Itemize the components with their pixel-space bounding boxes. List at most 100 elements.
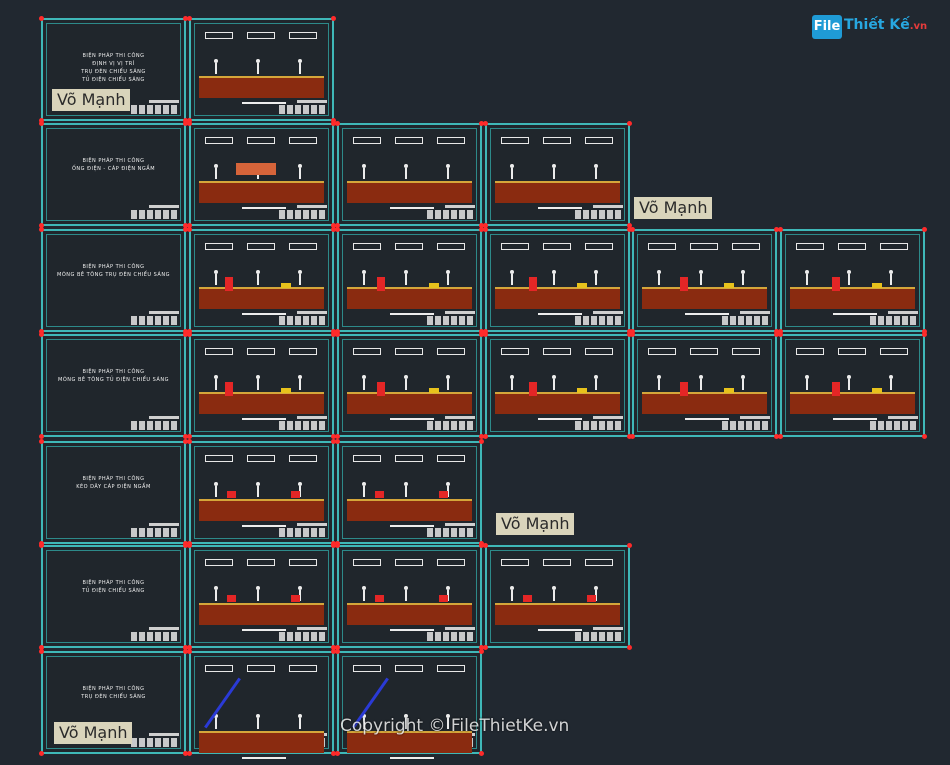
grid-marker bbox=[331, 332, 336, 337]
rebar-cage bbox=[377, 382, 385, 396]
callout-label bbox=[247, 665, 275, 672]
scale-bar bbox=[241, 102, 286, 104]
drawing-sheet bbox=[485, 334, 630, 437]
grid-marker bbox=[627, 434, 632, 439]
callout-label bbox=[543, 559, 571, 566]
grid-marker bbox=[627, 645, 632, 650]
callout-label bbox=[796, 348, 824, 355]
drawing-sheet bbox=[337, 229, 482, 332]
rebar-cage bbox=[225, 277, 233, 291]
grid-marker bbox=[922, 227, 927, 232]
sheet-title-line: BIỆN PHÁP THI CÔNG bbox=[82, 686, 145, 692]
sheet-frame bbox=[46, 656, 181, 749]
scale-bar bbox=[389, 207, 434, 209]
title-block-line bbox=[593, 311, 623, 314]
grid-marker bbox=[922, 329, 927, 334]
concrete-mark bbox=[872, 283, 882, 288]
worker-figure bbox=[297, 164, 303, 180]
grid-marker bbox=[39, 329, 44, 334]
watermark-author: Võ Mạnh bbox=[634, 197, 713, 219]
soil-section bbox=[347, 392, 472, 414]
title-block-line bbox=[445, 627, 475, 630]
sheet-title-line: BIỆN PHÁP THI CÔNG bbox=[82, 53, 145, 59]
grid-marker bbox=[187, 543, 192, 548]
soil-section bbox=[642, 392, 767, 414]
title-block bbox=[575, 632, 623, 641]
worker-figure bbox=[213, 164, 219, 180]
grid-marker bbox=[331, 118, 336, 123]
callout-label bbox=[543, 137, 571, 144]
watermark-author: Võ Mạnh bbox=[496, 513, 575, 535]
grid-marker bbox=[630, 227, 635, 232]
equipment-part bbox=[587, 595, 596, 602]
grid-marker bbox=[39, 223, 44, 228]
title-block-line bbox=[445, 523, 475, 526]
rebar-cage bbox=[225, 382, 233, 396]
sheet-frame bbox=[342, 550, 477, 643]
title-block-line bbox=[297, 311, 327, 314]
grid-marker bbox=[187, 645, 192, 650]
worker-figure bbox=[698, 270, 704, 286]
title-block bbox=[279, 316, 327, 325]
grid-marker bbox=[627, 543, 632, 548]
callout-label bbox=[690, 243, 718, 250]
title-block bbox=[279, 421, 327, 430]
sheet-frame bbox=[342, 339, 477, 432]
scale-bar bbox=[684, 313, 729, 315]
worker-figure bbox=[846, 375, 852, 391]
grid-marker bbox=[331, 543, 336, 548]
drawing-sheet bbox=[337, 545, 482, 648]
callout-label bbox=[205, 243, 233, 250]
grid-marker bbox=[187, 121, 192, 126]
title-block bbox=[131, 632, 179, 641]
grid-marker bbox=[183, 439, 188, 444]
callout-label bbox=[247, 137, 275, 144]
grid-marker bbox=[335, 434, 340, 439]
sheet-frame bbox=[46, 550, 181, 643]
watermark-author: Võ Mạnh bbox=[52, 89, 131, 111]
title-block-line bbox=[445, 205, 475, 208]
grid-marker bbox=[183, 16, 188, 21]
soil-section bbox=[199, 392, 324, 414]
callout-label bbox=[648, 348, 676, 355]
grid-marker bbox=[335, 121, 340, 126]
callout-label bbox=[838, 348, 866, 355]
title-block-line bbox=[740, 311, 770, 314]
drawing-sheet bbox=[632, 334, 777, 437]
callout-label bbox=[247, 559, 275, 566]
worker-figure bbox=[509, 586, 515, 602]
grid-marker bbox=[335, 751, 340, 756]
grid-marker bbox=[483, 227, 488, 232]
worker-figure bbox=[888, 270, 894, 286]
worker-figure bbox=[846, 270, 852, 286]
callout-label bbox=[289, 32, 317, 39]
callout-label bbox=[838, 243, 866, 250]
callout-label bbox=[437, 137, 465, 144]
callout-label bbox=[205, 348, 233, 355]
title-block bbox=[575, 316, 623, 325]
drawing-sheet bbox=[189, 441, 334, 544]
rebar-cage bbox=[529, 277, 537, 291]
sheet-frame bbox=[194, 446, 329, 539]
grid-marker bbox=[331, 223, 336, 228]
equipment-part bbox=[439, 491, 448, 498]
grid-marker bbox=[774, 329, 779, 334]
worker-figure bbox=[213, 586, 219, 602]
scale-bar bbox=[389, 629, 434, 631]
logo-name: Thiết Kế bbox=[844, 17, 910, 33]
soil-section bbox=[495, 181, 620, 203]
sheet-title-line: BIỆN PHÁP THI CÔNG bbox=[82, 580, 145, 586]
scale-bar bbox=[389, 313, 434, 315]
soil-section bbox=[199, 181, 324, 203]
worker-figure bbox=[361, 270, 367, 286]
concrete-mark bbox=[872, 388, 882, 393]
worker-figure bbox=[656, 375, 662, 391]
sheet-title-line: BIỆN PHÁP THI CÔNG bbox=[82, 369, 145, 375]
grid-marker bbox=[479, 649, 484, 654]
grid-marker bbox=[627, 223, 632, 228]
equipment-part bbox=[523, 595, 532, 602]
callout-label bbox=[205, 32, 233, 39]
drawing-sheet bbox=[189, 651, 334, 759]
